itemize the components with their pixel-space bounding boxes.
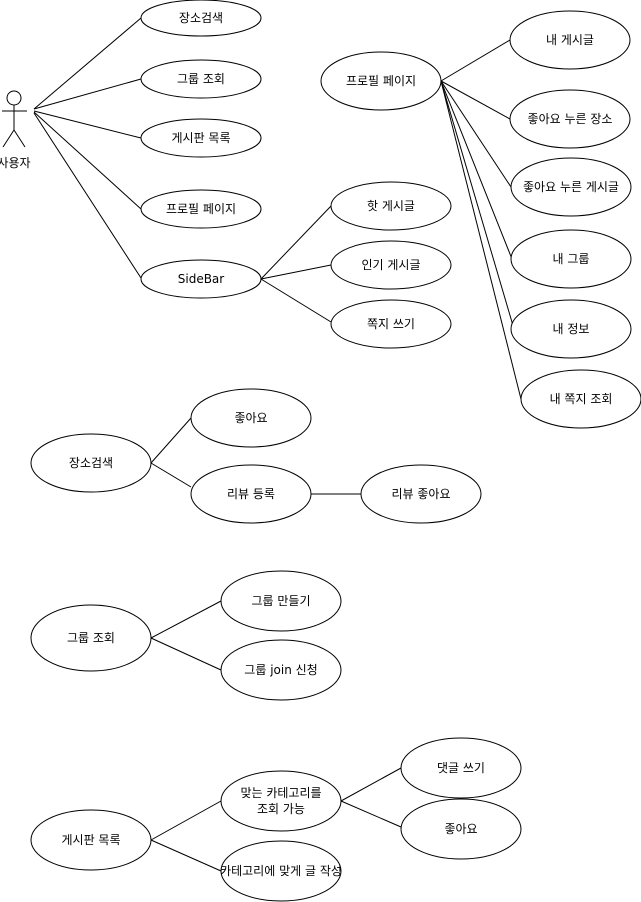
actor-figure (2, 90, 27, 148)
label-sidebar: SideBar (178, 272, 225, 286)
connector-profile-myinfo (440, 80, 515, 330)
usecase-group-2[interactable] (30, 604, 152, 672)
label-group-join: 그룹 join 신청 (244, 663, 317, 677)
label-profile-main: 프로필 페이지 (166, 202, 236, 216)
usecase-profile-main[interactable] (140, 189, 262, 229)
label-write-comment: 댓글 쓰기 (437, 761, 485, 775)
usecase-sidebar[interactable] (140, 259, 262, 299)
connector-sidebar-popular (260, 264, 332, 280)
connectors (33, 17, 522, 872)
connector-board-write (150, 839, 222, 872)
label-liked-posts: 좋아요 누른 게시글 (523, 180, 619, 194)
usecase-category-view[interactable] (220, 770, 342, 832)
label-my-messages: 내 쪽지 조회 (550, 392, 613, 406)
usecase-board-2[interactable] (30, 809, 152, 871)
label-my-posts: 내 게시글 (546, 33, 594, 47)
actor-left-leg (2, 129, 15, 148)
usecase-profile[interactable] (320, 51, 442, 111)
label-profile: 프로필 페이지 (346, 74, 416, 88)
connector-sidebar-message (260, 278, 332, 323)
label-my-info: 내 정보 (553, 322, 590, 336)
usecase-review-register[interactable] (190, 464, 312, 524)
usecase-liked-posts[interactable] (510, 157, 632, 217)
usecase-search-main[interactable] (140, 0, 262, 37)
label-category-view-line2: 조회 가능 (257, 802, 305, 816)
actor-label: 사용자 (0, 156, 31, 170)
connector-profile-likedplaces (440, 80, 511, 120)
usecase-write-comment[interactable] (400, 737, 522, 799)
connector-board-category (150, 800, 222, 841)
connector-profile-myposts (440, 39, 511, 82)
connector-sidebar-hot (260, 205, 332, 280)
label-board-main: 게시판 목록 (171, 131, 230, 145)
connector-actor-board (33, 110, 142, 139)
usecase-my-groups[interactable] (510, 229, 632, 289)
connector-group-join (150, 637, 222, 671)
usecase-like[interactable] (190, 388, 312, 448)
label-group-main: 그룹 조회 (177, 72, 225, 86)
usecase-category-write[interactable] (220, 840, 342, 902)
connector-search-like (150, 417, 192, 464)
label-category-write: 카테고리에 맞게 글 작성 (220, 864, 342, 878)
connector-profile-mygroups (440, 80, 513, 260)
connector-group-create (150, 600, 222, 639)
connector-category-comment (340, 767, 402, 802)
label-like: 좋아요 (234, 411, 267, 425)
label-write-message: 쪽지 쓰기 (367, 317, 415, 331)
connector-actor-group (33, 78, 142, 110)
usecase-group-main[interactable] (140, 59, 262, 99)
usecase-my-messages[interactable] (520, 369, 641, 429)
use-case-labels: 장소검색 그룹 조회 게시판 목록 프로필 페이지 SideBar 프로필 페이… (61, 11, 618, 878)
connector-actor-sidebar (33, 112, 142, 279)
label-group-create: 그룹 만들기 (251, 594, 310, 608)
label-hot-posts: 핫 게시글 (367, 199, 415, 213)
connector-actor-search (33, 17, 142, 110)
actor-right-leg (13, 129, 26, 148)
label-review-register: 리뷰 등록 (227, 487, 275, 501)
usecase-board-main[interactable] (140, 118, 262, 158)
connector-actor-profile (33, 111, 142, 210)
usecase-liked-places[interactable] (509, 89, 631, 149)
label-search-2: 장소검색 (69, 456, 113, 470)
usecase-write-message[interactable] (330, 299, 452, 349)
connector-search-review (150, 462, 192, 488)
label-liked-places: 좋아요 누른 장소 (528, 112, 613, 126)
usecase-like-2[interactable] (400, 798, 522, 860)
connector-profile-mymessages (440, 80, 522, 400)
label-category-view-line1: 맞는 카테고리를 (240, 786, 321, 800)
label-search-main: 장소검색 (179, 11, 223, 25)
usecase-my-info[interactable] (510, 299, 632, 359)
usecase-group-create[interactable] (220, 570, 342, 632)
connector-profile-likedposts (440, 80, 512, 188)
usecase-popular-posts[interactable] (330, 240, 452, 290)
label-like-2: 좋아요 (444, 822, 477, 836)
label-my-groups: 내 그룹 (553, 252, 590, 266)
usecase-group-join[interactable] (220, 639, 342, 701)
label-review-like: 리뷰 좋아요 (391, 487, 450, 501)
usecase-review-like[interactable] (360, 464, 482, 524)
label-group-2: 그룹 조회 (67, 631, 115, 645)
label-popular-posts: 인기 게시글 (361, 258, 420, 272)
usecase-hot-posts[interactable] (330, 181, 452, 231)
usecase-search-2[interactable] (30, 433, 152, 493)
use-cases (30, 0, 641, 902)
label-board-2: 게시판 목록 (61, 833, 120, 847)
usecase-my-posts[interactable] (509, 10, 631, 70)
connector-category-like (340, 800, 402, 828)
actor-head (6, 90, 22, 106)
